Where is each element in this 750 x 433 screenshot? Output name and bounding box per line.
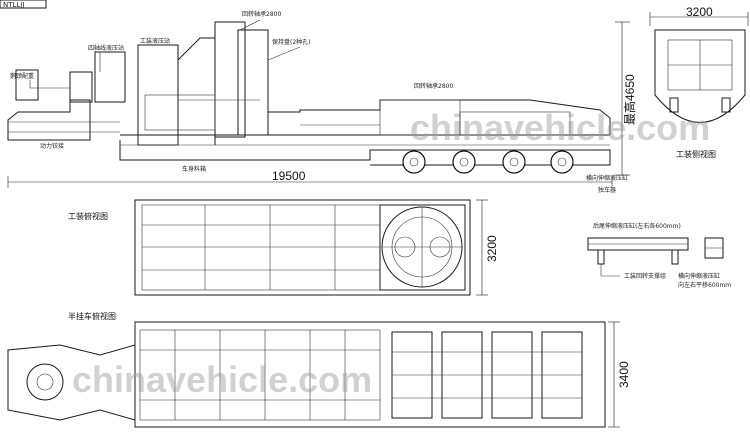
label-power-hinge: 动力铰接 [40, 142, 64, 150]
rear-detail-label-c: 向左右平移600mm [678, 281, 731, 289]
side-elevation-view: 最高4650 19500 鹅颈配重 四轴线液压站 工装液压站 回转轴承2800 … [7, 10, 637, 194]
counterweight-box [15, 69, 39, 101]
label-turntable-mid: 回转轴承2800 [414, 82, 453, 90]
rear-detail-label-a: 后尾伸缩液压缸(左右各600mm) [593, 222, 681, 230]
plan-width-dimension: 3400 [617, 361, 631, 388]
trailer-frame [134, 321, 606, 428]
tooling-frame [134, 199, 471, 296]
rear-detail-label-b: 横向伸缩液压缸 [678, 272, 720, 280]
axle-wheel [550, 150, 574, 174]
tooling-top-view: 工装俯视图 3200 [68, 199, 499, 296]
label-gooseneck-weight: 鹅颈配重 [10, 72, 34, 80]
height-dimension: 最高4650 [622, 74, 637, 125]
label-turntable-top: 回转轴承2800 [242, 10, 281, 18]
end-view: 3200 工装侧视图 [649, 5, 749, 159]
axle-wheel [452, 150, 476, 174]
end-width-dimension: 3200 [686, 5, 713, 19]
axle-wheel [402, 150, 426, 174]
watermark-top: chinavehicle.com [410, 107, 710, 148]
overall-length-dimension: 19500 [272, 169, 306, 183]
label-four-axle-pump: 四轴线液压站 [88, 44, 124, 52]
label-frame-body: 车身料箱 [182, 165, 206, 173]
trailer-plan-view: 半挂车俯视图 3400 [7, 311, 631, 428]
corner-code: NTLLJJ [3, 1, 24, 9]
tooling-width-dimension: 3200 [485, 235, 499, 262]
plan-view-title: 半挂车俯视图 [68, 311, 116, 321]
tooling-top-title: 工装俯视图 [68, 211, 108, 221]
end-view-body [654, 29, 746, 123]
side-view-title: 工装侧视图 [676, 149, 716, 159]
corner-title-tab: NTLLJJ [0, 0, 47, 9]
rear-detail-view: 后尾伸缩液压缸(左右各600mm) 工装回转支撑组 横向伸缩液压缸 向左右平移6… [587, 222, 731, 289]
label-holder-note: 保持盘(2种孔) [272, 38, 311, 46]
label-axle-arm: 独车器 [598, 186, 616, 194]
label-tooling-pump: 工装液压站 [140, 37, 170, 45]
label-rear-cylinder: 横向伸缩液压缸 [586, 174, 628, 182]
turntable-column [214, 21, 246, 138]
axle-wheel [502, 150, 526, 174]
watermark-bottom: chinavehicle.com [72, 359, 372, 400]
rear-detail-label-d: 工装回转支撑组 [624, 272, 666, 280]
